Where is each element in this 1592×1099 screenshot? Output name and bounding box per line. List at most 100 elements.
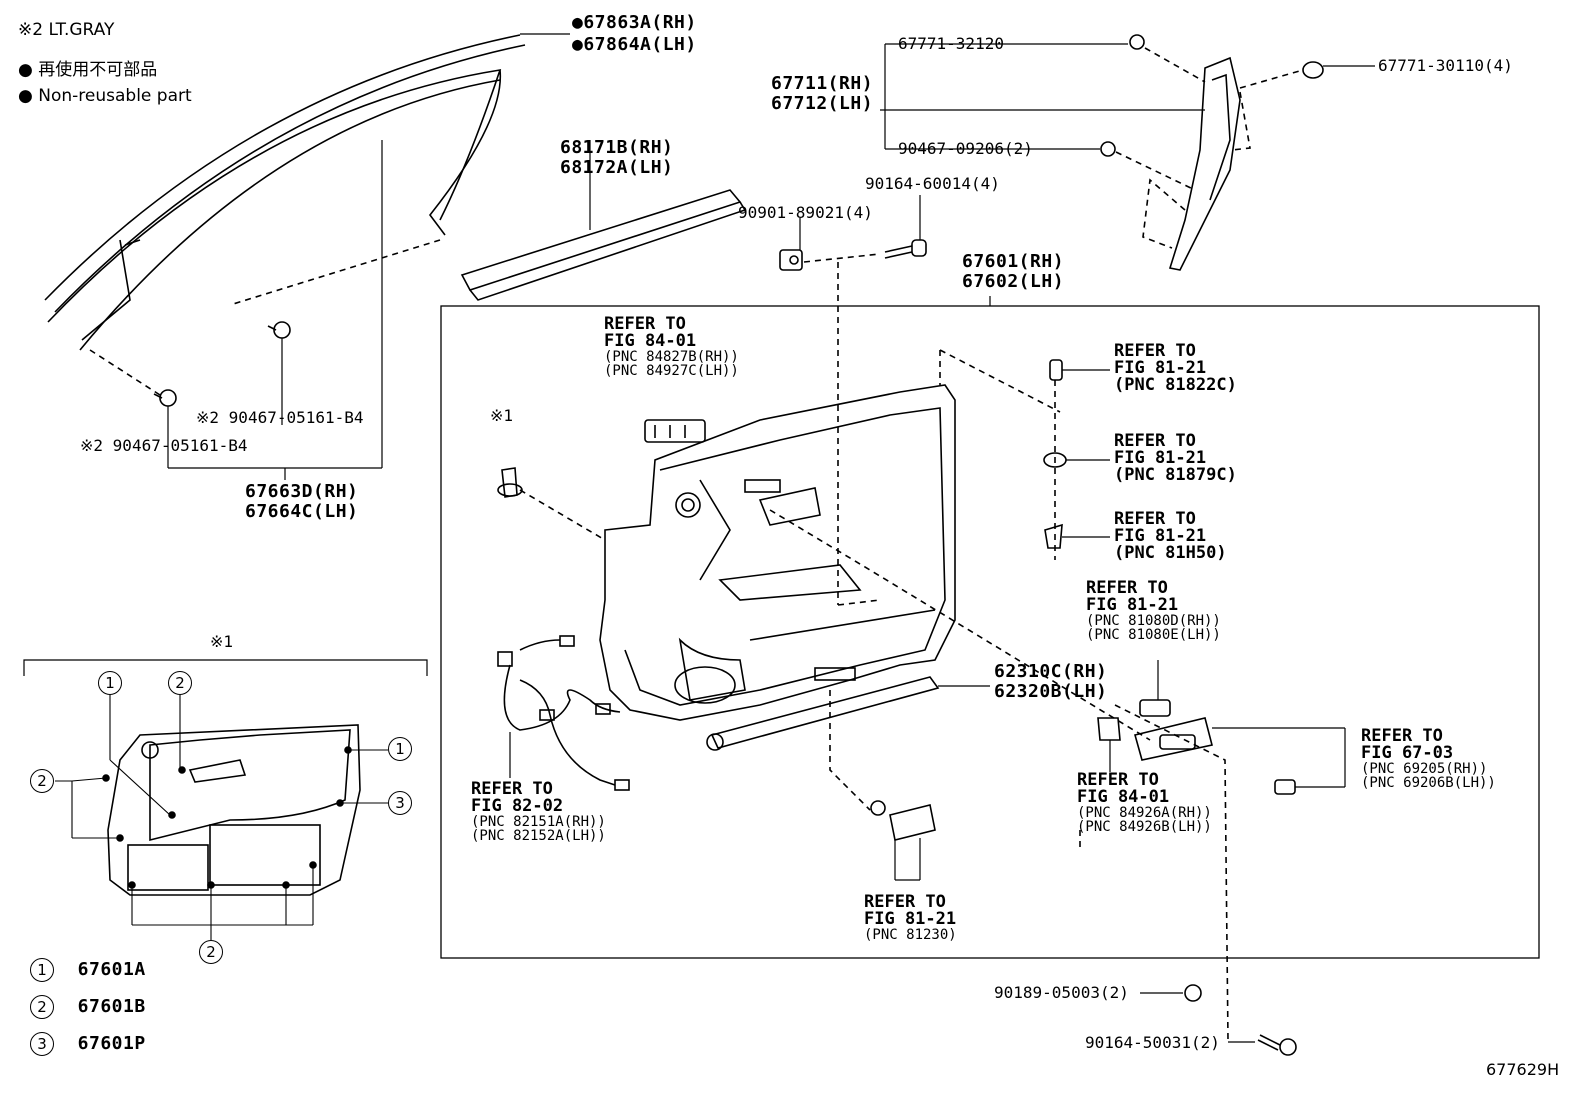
callout-number: 2 xyxy=(168,671,192,695)
ref-line: REFER TO xyxy=(864,892,946,912)
ref-pnc: (PNC 84926A(RH)) xyxy=(1077,805,1212,821)
non-reusable-en-note: ● Non-reusable part xyxy=(18,88,192,105)
ref-pnc: (PNC 81080E(LH)) xyxy=(1086,627,1221,643)
armrest-drawing xyxy=(706,676,990,751)
part-label-clip-top[interactable]: 67771-32120 xyxy=(898,34,1004,53)
bullet-icon: ● xyxy=(18,86,39,106)
part-label-clip-lower[interactable]: ※2 90467-05161-B4 xyxy=(80,436,248,455)
ref-figure: FIG 81-21 xyxy=(1114,526,1207,546)
key-item-3: 3 67601P xyxy=(30,1032,146,1056)
ref-wire[interactable]: REFER TO FIG 82-02 (PNC 82151A(RH)) (PNC… xyxy=(471,779,606,844)
garnish-clips xyxy=(153,321,291,407)
part-label-armrest-rh[interactable]: 62310C(RH) xyxy=(994,661,1108,682)
part-label-garnish-lh[interactable]: 67664C(LH) xyxy=(245,501,359,522)
callout-2-a: 2 xyxy=(168,671,192,695)
ref-figure: FIG 81-21 xyxy=(1086,595,1179,615)
ref-pnc: (PNC 81H50) xyxy=(1114,543,1227,563)
ref-line: REFER TO xyxy=(1114,509,1196,529)
key-number: 3 xyxy=(30,1032,54,1056)
garnish-dashed-leaders xyxy=(89,239,441,396)
ref-lamp-b[interactable]: REFER TO FIG 81-21 (PNC 81879C) xyxy=(1114,433,1237,484)
ref-line: REFER TO xyxy=(1114,341,1196,361)
star1-marker: ※1 xyxy=(490,406,514,425)
ref-figure: FIG 84-01 xyxy=(604,331,697,351)
ref-switch-b[interactable]: REFER TO FIG 84-01 (PNC 84926A(RH)) (PNC… xyxy=(1077,772,1212,835)
callout-number: 2 xyxy=(199,940,223,964)
ref-pnc: (PNC 82152A(LH)) xyxy=(471,828,606,844)
non-reusable-bullet-icon: ● xyxy=(572,34,584,55)
part-label-clip-side[interactable]: 67771-30110(4) xyxy=(1378,56,1513,75)
ref-lamp-c[interactable]: REFER TO FIG 81-21 (PNC 81H50) xyxy=(1114,511,1227,562)
part-label-nut[interactable]: 90901-89021(4) xyxy=(738,203,873,222)
callout-2-b: 2 xyxy=(30,769,54,793)
key-part: 67601A xyxy=(77,959,146,980)
part-label-garnish-rh[interactable]: 67663D(RH) xyxy=(245,481,359,502)
key-number: 1 xyxy=(30,958,54,982)
non-reusable-jp-text: 再使用不可部品 xyxy=(38,60,158,80)
detail-view-marker: ※1 xyxy=(210,632,234,651)
ref-pnc: (PNC 84926B(LH)) xyxy=(1077,819,1212,835)
ref-handle[interactable]: REFER TO FIG 67-03 (PNC 69205(RH)) (PNC … xyxy=(1361,726,1496,791)
ref-pnc: (PNC 69205(RH)) xyxy=(1361,761,1488,777)
part-label-weatherstrip-rh[interactable]: ●67863A(RH) xyxy=(572,14,697,32)
ref-figure: FIG 81-21 xyxy=(1114,448,1207,468)
part-label-clip-mid[interactable]: 90467-09206(2) xyxy=(898,139,1033,158)
ref-line: REFER TO xyxy=(1361,726,1443,746)
ref-figure: FIG 81-21 xyxy=(864,909,957,929)
key-part: 67601B xyxy=(77,996,146,1017)
part-number: 67864A(LH) xyxy=(583,34,697,55)
ref-figure: FIG 82-02 xyxy=(471,796,564,816)
screws-drawing xyxy=(1140,984,1297,1056)
ref-lamp-d[interactable]: REFER TO FIG 81-21 (PNC 81080D(RH)) (PNC… xyxy=(1086,580,1221,643)
upper-panel-leaders xyxy=(880,43,1375,150)
lamp-leaders xyxy=(1062,369,1346,788)
ref-courtesy[interactable]: REFER TO FIG 81-21 (PNC 81230) xyxy=(864,892,957,943)
figure-id: 677629H xyxy=(1486,1060,1560,1079)
part-label-belt-rh[interactable]: 68171B(RH) xyxy=(560,137,674,158)
ref-line: REFER TO xyxy=(471,779,553,799)
ref-lamp-a[interactable]: REFER TO FIG 81-21 (PNC 81822C) xyxy=(1114,343,1237,394)
detail-leaders xyxy=(55,695,388,940)
non-reusable-bullet-icon: ● xyxy=(572,12,584,33)
ref-line: REFER TO xyxy=(1114,431,1196,451)
lt-gray-note: ※2 LT.GRAY xyxy=(18,20,115,40)
part-label-armrest-lh[interactable]: 62320B(LH) xyxy=(994,681,1108,702)
callout-number: 1 xyxy=(388,737,412,761)
ref-pnc: (PNC 81879C) xyxy=(1114,465,1237,485)
key-number: 2 xyxy=(30,995,54,1019)
part-label-screw-a[interactable]: 90189-05003(2) xyxy=(994,983,1129,1002)
ref-pnc: (PNC 69206B(LH)) xyxy=(1361,775,1496,791)
part-label-belt-lh[interactable]: 68172A(LH) xyxy=(560,157,674,178)
lamp-parts-drawing xyxy=(1043,359,1296,795)
ref-line: REFER TO xyxy=(604,314,686,334)
ref-pnc: (PNC 81822C) xyxy=(1114,375,1237,395)
callout-1-a: 1 xyxy=(98,671,122,695)
part-label-trim-board-lh[interactable]: 67602(LH) xyxy=(962,271,1065,292)
callout-number: 1 xyxy=(98,671,122,695)
upper-panel-dashed xyxy=(1115,47,1304,249)
part-label-bolt[interactable]: 90164-60014(4) xyxy=(865,174,1000,193)
ref-pnc: (PNC 82151A(RH)) xyxy=(471,814,606,830)
callout-number: 3 xyxy=(388,791,412,815)
part-label-clip-upper[interactable]: ※2 90467-05161-B4 xyxy=(196,408,364,427)
courtesy-lamp-drawing xyxy=(870,800,936,881)
callout-number: 2 xyxy=(30,769,54,793)
door-frame-garnish-drawing xyxy=(44,34,526,351)
part-label-trim-board-rh[interactable]: 67601(RH) xyxy=(962,251,1065,272)
ref-switch-top[interactable]: REFER TO FIG 84-01 (PNC 84827B(RH)) (PNC… xyxy=(604,314,739,379)
part-label-upper-panel-rh[interactable]: 67711(RH) xyxy=(771,73,874,94)
part-label-screw-b[interactable]: 90164-50031(2) xyxy=(1085,1033,1220,1052)
part-label-weatherstrip-lh[interactable]: ●67864A(LH) xyxy=(572,36,697,54)
nut-bolt-dashed xyxy=(803,253,881,606)
ref-pnc: (PNC 84927C(LH)) xyxy=(604,363,739,379)
trim-board-box xyxy=(440,305,1540,959)
upper-panel-drawing xyxy=(1100,34,1324,271)
door-trim-board-drawing xyxy=(599,384,956,721)
garnish-leader-lines xyxy=(167,33,570,480)
part-label-upper-panel-lh[interactable]: 67712(LH) xyxy=(771,93,874,114)
ref-pnc: (PNC 81230) xyxy=(864,927,957,943)
callout-1-b: 1 xyxy=(388,737,412,761)
key-item-1: 1 67601A xyxy=(30,958,146,982)
